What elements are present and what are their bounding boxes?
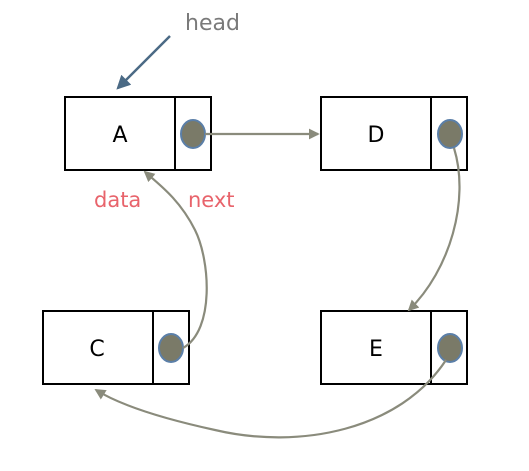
head-arrow [116,35,171,90]
head-label: head [185,11,240,36]
node-a-pointer [180,119,206,149]
node-e-pointer [437,333,463,363]
link-d-to-e [407,147,461,312]
node-d-pointer [437,119,463,149]
field-label-next: next [188,188,235,212]
link-e-to-c [94,359,447,439]
node-c-label: C [89,337,104,362]
link-c-to-a [143,170,208,349]
node-d-label: D [368,123,385,148]
field-label-data: data [94,188,141,212]
node-c-pointer [158,333,184,363]
node-d: D [320,96,468,171]
node-e-label: E [369,337,383,362]
node-e: E [320,310,468,385]
node-a-label: A [112,123,127,148]
node-c: C [42,310,190,385]
node-a: A [64,96,212,171]
